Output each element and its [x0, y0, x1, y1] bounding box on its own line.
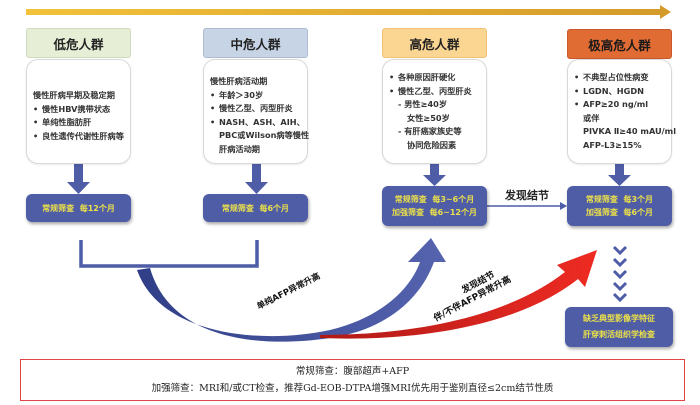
very-high-risk-header: 极高危人群: [567, 29, 672, 59]
description-line: AFP≥20 ng/ml: [574, 98, 665, 112]
low-risk-header: 低危人群: [26, 28, 131, 58]
description-line: 慢性肝病早期及稳定期: [33, 90, 115, 100]
description-line: 慢性乙型、丙型肝炎: [210, 102, 301, 116]
down-arrow-mid: [245, 164, 268, 194]
schedule-line: 常规筛查 每3~6个月: [394, 195, 475, 204]
description-line: 年龄＞30岁: [210, 89, 301, 103]
medium-risk-description: 慢性肝病活动期 年龄＞30岁 慢性乙型、丙型肝炎 NASH、ASH、AIH、 P…: [203, 59, 310, 164]
biopsy-line: 肝穿刺活组织学检查: [583, 330, 655, 339]
description-line: 慢性HBV携带状态: [33, 103, 124, 117]
down-arrow-very-high: [608, 164, 631, 186]
high-risk-title: 高危人群: [409, 36, 460, 52]
description-line: 各种原因肝硬化: [389, 71, 480, 85]
nodule-found-label: 发现结节: [505, 189, 549, 202]
medium-risk-header: 中危人群: [203, 28, 308, 58]
low-risk-title: 低危人群: [53, 36, 104, 52]
description-line: 单纯性脂肪肝: [33, 116, 124, 130]
red-curve-arrow: [320, 250, 597, 339]
screening-methods-box: 常规筛查：腹部超声+AFP 加强筛查：MRI和/或CT检查，推荐Gd-EOB-D…: [20, 359, 685, 401]
description-line: 慢性肝病活动期: [210, 76, 268, 86]
low-risk-schedule: 常规筛查 每12个月: [26, 194, 131, 222]
medium-risk-schedule: 常规筛查 每6个月: [203, 194, 308, 222]
description-line: 良性遗传代谢性肝病等: [33, 130, 124, 144]
description-line: 肝病活动期: [219, 143, 260, 154]
description-line: NASH、ASH、AIH、: [210, 116, 305, 130]
routine-screening-method: 常规筛查：腹部超声+AFP: [295, 366, 410, 377]
description-line: 不典型占位性病变: [574, 71, 665, 85]
schedule-line: 加强筛查 每6个月: [585, 208, 654, 217]
description-line: 或伴: [583, 112, 600, 123]
schedule-line: 常规筛查 每3个月: [585, 195, 654, 204]
description-line: PBC或Wilson病等慢性: [219, 130, 310, 140]
description-line: 协同危险因素: [407, 139, 457, 150]
high-risk-description: 各种原因肝硬化 慢性乙型、丙型肝炎 - 男性≥40岁 女性≥50岁 - 有肝癌家…: [382, 59, 487, 164]
description-line: PIVKA Ⅱ≥40 mAU/ml: [583, 126, 677, 136]
chevron-down-stack-icon: [612, 245, 628, 303]
biopsy-box: 缺乏典型影像学特征 肝穿刺活组织学检查: [565, 307, 673, 347]
description-line: 女性≥50岁: [407, 112, 450, 123]
enhanced-screening-method: 加强筛查：MRI和/或CT检查，推荐Gd-EOB-DTPA增强MRI优先用于鉴别…: [151, 383, 554, 394]
schedule-line: 常规筛查 每12个月: [42, 203, 115, 213]
low-risk-description: 慢性肝病早期及稳定期 慢性HBV携带状态 单纯性脂肪肝 良性遗传代谢性肝病等: [26, 59, 131, 164]
description-line: LGDN、HGDN: [574, 85, 665, 99]
schedule-line: 常规筛查 每6个月: [221, 203, 290, 213]
high-risk-header: 高危人群: [382, 28, 487, 58]
merge-bracket: [79, 240, 259, 268]
description-line: - 有肝癌家族史等: [398, 126, 462, 136]
description-line: 慢性乙型、丙型肝炎: [389, 85, 480, 99]
arrow-high-to-very-high: [487, 202, 567, 210]
high-risk-schedule: 常规筛查 每3~6个月 加强筛查 每6~12个月: [382, 186, 487, 226]
description-line: AFP-L3≥15%: [583, 139, 642, 150]
very-high-risk-description: 不典型占位性病变 LGDN、HGDN AFP≥20 ng/ml 或伴 PIVKA…: [567, 59, 677, 164]
down-arrow-high: [423, 164, 446, 186]
medium-risk-title: 中危人群: [230, 36, 281, 52]
risk-timeline-arrow: [26, 5, 671, 19]
schedule-line: 加强筛查 每6~12个月: [392, 208, 477, 217]
down-arrow-low: [67, 164, 90, 194]
description-line: - 男性≥40岁: [398, 99, 448, 109]
very-high-risk-schedule: 常规筛查 每3个月 加强筛查 每6个月: [567, 186, 672, 226]
biopsy-line: 缺乏典型影像学特征: [583, 314, 655, 323]
very-high-risk-title: 极高危人群: [588, 37, 651, 53]
